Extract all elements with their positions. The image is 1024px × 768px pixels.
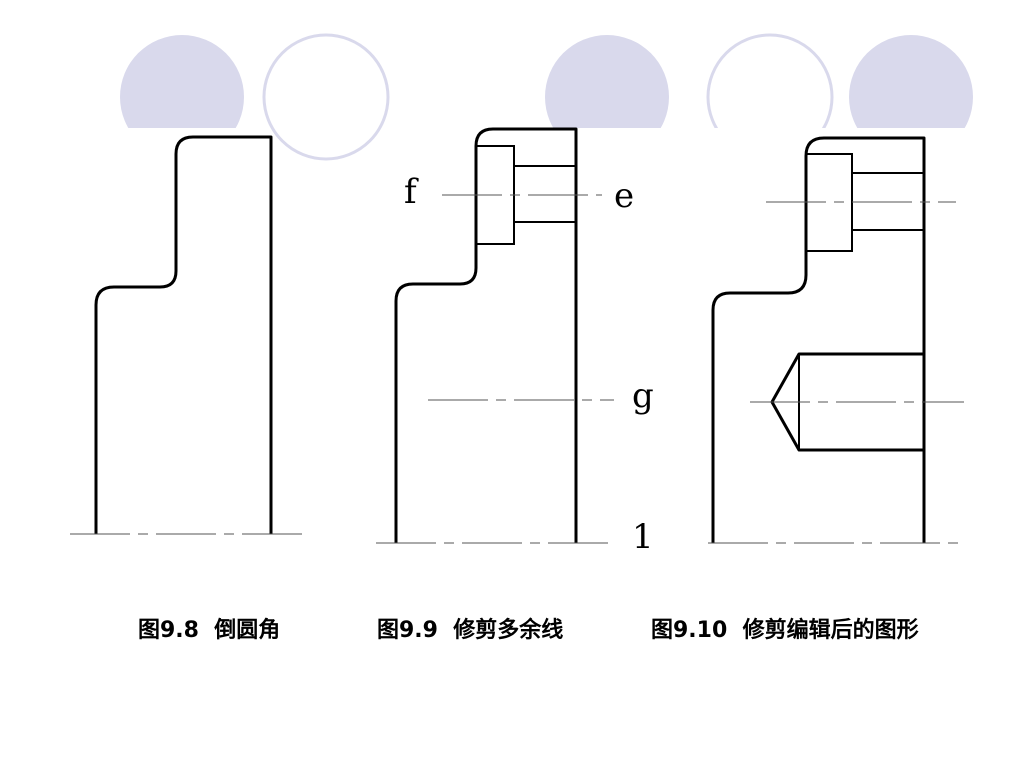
decor-circle-filled-1 — [120, 35, 244, 128]
caption-fig-9-9: 图9.9 修剪多余线 — [377, 618, 564, 643]
caption-fig-9-10: 图9.10 修剪编辑后的图形 — [651, 618, 919, 643]
label-e: e — [614, 176, 634, 216]
decor-circle-outline-2 — [706, 33, 834, 128]
decor-circle-filled-2 — [545, 35, 669, 128]
fig99-outline — [394, 127, 578, 543]
label-1: 1 — [632, 517, 654, 557]
caption-fig-9-8: 图9.8 倒圆角 — [138, 618, 281, 643]
decor-circle-outline-1 — [262, 33, 390, 161]
label-f: f — [404, 172, 419, 212]
figure-9-8-drawing — [70, 135, 305, 535]
fig910-outline — [711, 136, 926, 543]
decorative-circles — [120, 33, 973, 161]
label-g: g — [632, 376, 654, 416]
figure-9-9-drawing: f e g 1 — [376, 127, 654, 557]
fig98-outline — [94, 135, 273, 534]
decor-circle-filled-3 — [849, 35, 973, 128]
figure-9-10-drawing — [708, 136, 964, 544]
